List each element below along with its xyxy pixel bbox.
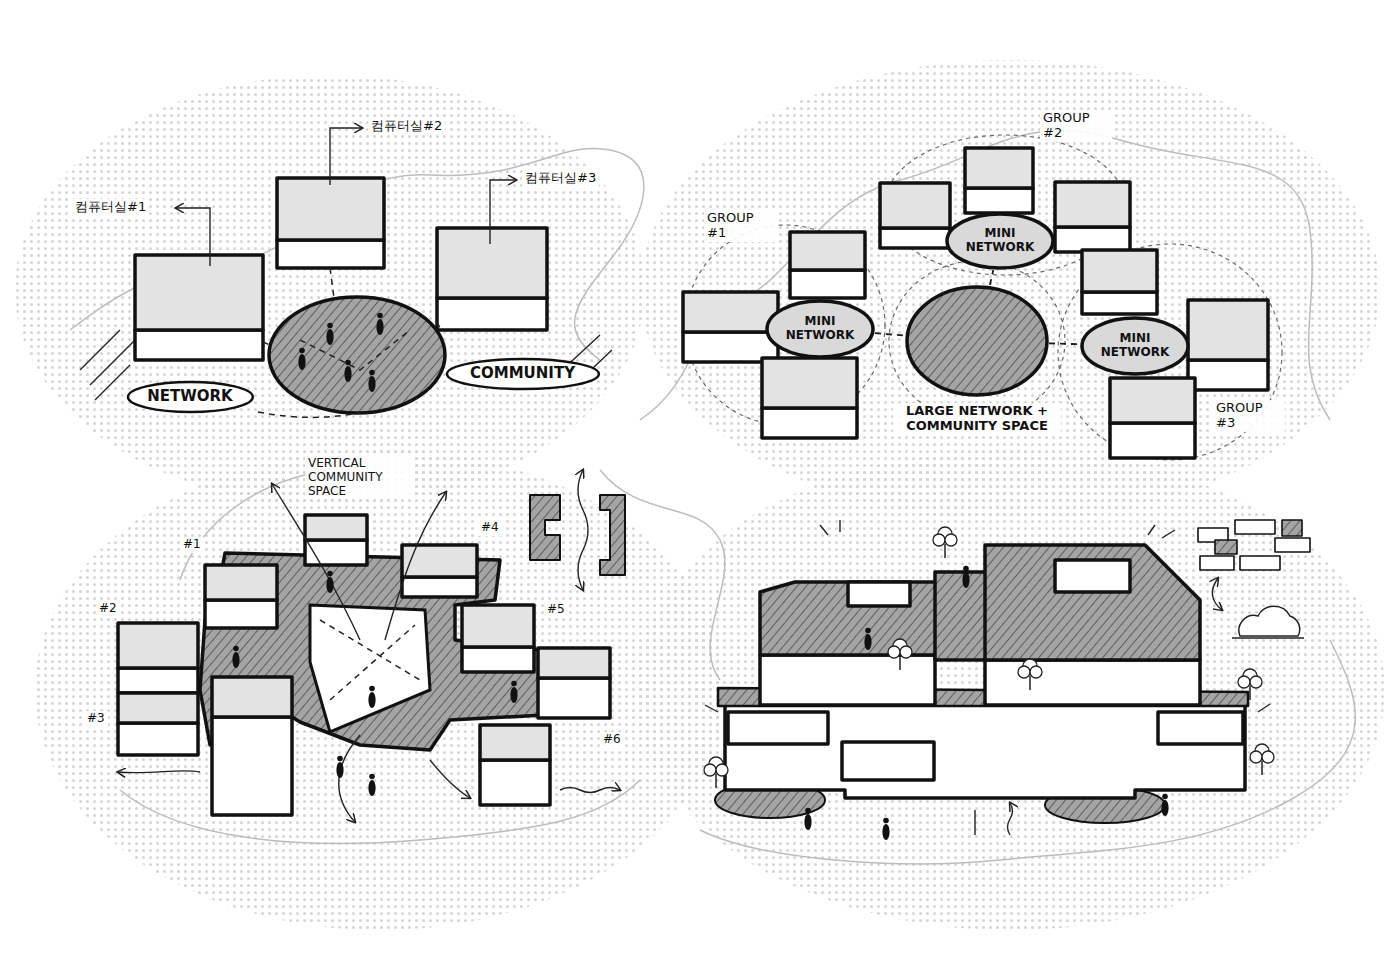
network-text: MINI NETWORK	[784, 315, 856, 343]
community-space-ellipse	[907, 287, 1047, 395]
mini-network-ellipse: MINI NETWORK	[945, 212, 1055, 270]
callout-number: #4	[478, 520, 502, 536]
tree-symbol	[1018, 659, 1042, 690]
tag-oval: COMMUNITY	[445, 357, 601, 391]
leader-line	[176, 208, 210, 266]
projecting-box	[728, 560, 1243, 780]
vertical-flow-arrow	[578, 470, 588, 590]
halftone-patch	[15, 75, 645, 505]
person-figure	[804, 808, 811, 830]
oval-outline	[128, 382, 253, 412]
person-figure	[298, 348, 305, 370]
flow-arrow	[118, 771, 200, 773]
person-figure	[368, 774, 375, 796]
mini-network-ellipse: MINI NETWORK	[765, 299, 875, 359]
network-text: MINI NETWORK	[1099, 332, 1171, 360]
oval-outline	[947, 214, 1053, 268]
tree-symbol	[933, 527, 957, 558]
mini-network-ellipse: MINI NETWORK	[1080, 316, 1190, 376]
panel-network-community	[80, 128, 612, 417]
dashed-connector	[990, 270, 993, 285]
callout-number: #3	[84, 711, 108, 727]
room-box-top	[683, 148, 1268, 423]
person-figure	[326, 571, 333, 593]
group-label: GROUP #2	[1040, 110, 1112, 142]
cloud-tree-icon	[1232, 606, 1304, 638]
central-void	[310, 605, 430, 732]
room-callout: 컴퓨터실#3	[522, 170, 599, 187]
mass-roof	[760, 545, 1200, 660]
person-figure	[368, 370, 375, 392]
oval-outline	[447, 359, 599, 389]
group-boundary	[889, 261, 1065, 421]
callout-number: #6	[600, 732, 624, 748]
halftone-ground	[15, 60, 1385, 930]
tag-text: COMMUNITY	[470, 365, 575, 382]
group-label: GROUP #3	[1213, 400, 1285, 432]
dashed-connector	[1049, 343, 1080, 344]
oval-outline	[767, 301, 873, 357]
person-figure	[326, 323, 333, 345]
person-figure	[344, 360, 351, 382]
halftone-patch	[35, 450, 725, 930]
flow-arrow	[430, 760, 470, 798]
tree-symbol	[1250, 744, 1274, 775]
tree-symbol	[888, 639, 912, 670]
room-box-top	[135, 178, 547, 330]
panel-massing	[704, 520, 1310, 840]
flow-arrow	[560, 788, 620, 793]
large-network-ellipse: LARGE NETWORK + COMMUNITY SPACE	[905, 285, 1049, 397]
node-outline	[905, 285, 1049, 397]
tag-text: NETWORK	[147, 388, 233, 405]
room-callout: 컴퓨터실#1	[72, 199, 149, 216]
room-box-front	[118, 540, 610, 815]
callout-number: #1	[180, 537, 204, 553]
contour-line	[700, 640, 1355, 864]
person-figure	[232, 646, 239, 668]
mass-front	[760, 655, 1200, 705]
panel-vertical-community	[118, 470, 625, 822]
network-dashed-line	[258, 268, 442, 417]
person-figure	[336, 756, 343, 778]
panel-groups	[683, 135, 1282, 460]
flow-arrow	[272, 484, 360, 640]
emphasis-strokes	[705, 520, 1270, 712]
flow-arrow	[385, 492, 446, 640]
person-figure	[376, 313, 383, 335]
section-icon	[530, 495, 625, 575]
tree-symbol	[1238, 669, 1262, 700]
person-figure	[882, 818, 889, 840]
stack-icon	[1215, 520, 1302, 554]
space-label: VERTICAL COMMUNITY SPACE	[305, 456, 415, 499]
group-label: GROUP #1	[704, 210, 776, 242]
person-figure	[864, 628, 871, 650]
person-figure	[510, 681, 517, 703]
tree-symbol	[704, 757, 728, 788]
callout-number: #2	[96, 601, 120, 617]
person-figure	[368, 686, 375, 708]
dashed-connector	[875, 333, 905, 335]
leader-line	[490, 180, 516, 244]
tag-oval: NETWORK	[126, 380, 255, 414]
site-contour-lines	[70, 131, 1355, 864]
entry-arrow	[975, 803, 1013, 835]
network-text: MINI NETWORK	[964, 227, 1036, 255]
room-callout: 컴퓨터실#2	[368, 118, 445, 135]
person-figure	[1161, 794, 1168, 816]
person-figure	[962, 566, 969, 588]
stack-icon	[1198, 520, 1310, 570]
flow-arrow	[339, 735, 360, 822]
halftone-patch	[635, 450, 1385, 930]
contour-line	[120, 780, 640, 843]
leader-line	[330, 128, 362, 185]
network-caption: LARGE NETWORK + COMMUNITY SPACE	[893, 403, 1061, 435]
relation-arrow	[1212, 578, 1222, 610]
community-space-ellipse	[269, 297, 445, 413]
callout-number: #5	[544, 602, 568, 618]
oval-outline	[1082, 318, 1188, 374]
